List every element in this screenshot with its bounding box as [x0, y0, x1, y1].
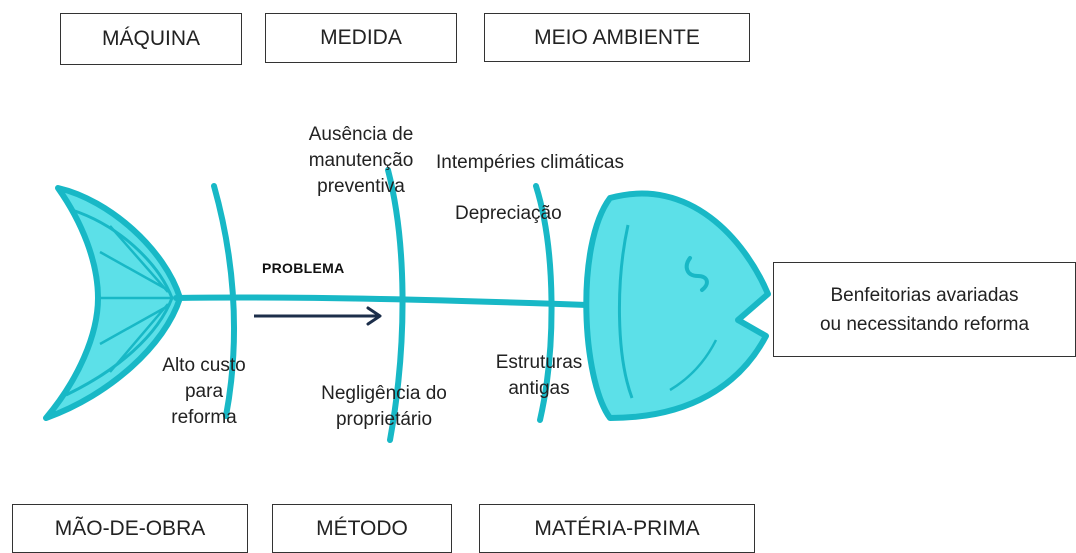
fish-head	[583, 190, 771, 421]
category-metodo: MÉTODO	[272, 504, 452, 553]
result-box: Benfeitorias avariadas ou necessitando r…	[773, 262, 1076, 357]
cause-intemperies: Intempéries climáticas	[436, 152, 624, 173]
category-maquina: MÁQUINA	[60, 13, 242, 65]
category-mao-de-obra: MÃO-DE-OBRA	[12, 504, 248, 553]
category-medida: MEDIDA	[265, 13, 457, 63]
cause-depreciacao: Depreciação	[455, 203, 562, 224]
fish-tail	[43, 185, 183, 421]
category-meio-ambiente: MEIO AMBIENTE	[484, 13, 750, 62]
result-text: Benfeitorias avariadas ou necessitando r…	[819, 284, 1030, 335]
category-materia-prima: MATÉRIA-PRIMA	[479, 504, 755, 553]
problem-label: PROBLEMA	[262, 260, 345, 276]
problem-arrow	[254, 306, 382, 326]
rib-2	[385, 167, 406, 443]
rib-1	[211, 183, 237, 419]
rib-3	[533, 183, 555, 423]
cause-alto-custo: Alto custo para reforma	[162, 355, 246, 428]
cause-negligencia: Negligência do proprietário	[321, 383, 447, 430]
cause-estruturas: Estruturas antigas	[495, 352, 583, 399]
cause-ausencia: Ausência de manutenção preventiva	[308, 124, 414, 197]
